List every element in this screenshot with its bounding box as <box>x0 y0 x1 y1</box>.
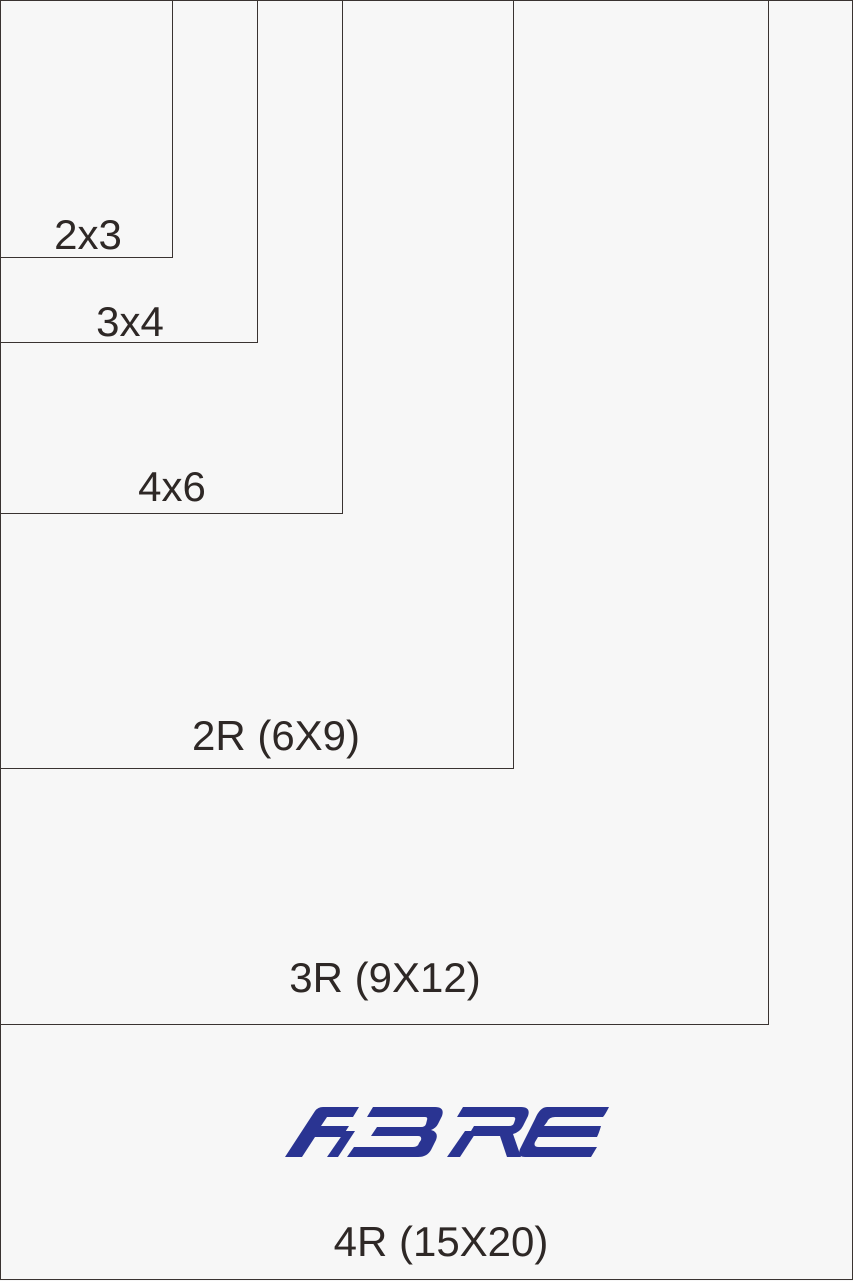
frame-4x6 <box>1 1 343 514</box>
abre-logo <box>285 1107 609 1157</box>
label-4x6: 4x6 <box>138 463 206 510</box>
label-2r: 2R (6X9) <box>191 712 361 759</box>
frame-3x4 <box>1 1 258 343</box>
frame-3r <box>1 1 769 1025</box>
frame-2x3 <box>1 1 173 258</box>
label-3x4: 3x4 <box>96 298 164 345</box>
label-2x3: 2x3 <box>54 211 122 258</box>
label-3r: 3R (9X12) <box>289 954 481 1001</box>
label-4r: 4R (15X20) <box>333 1218 549 1265</box>
frame-2r <box>1 1 514 769</box>
